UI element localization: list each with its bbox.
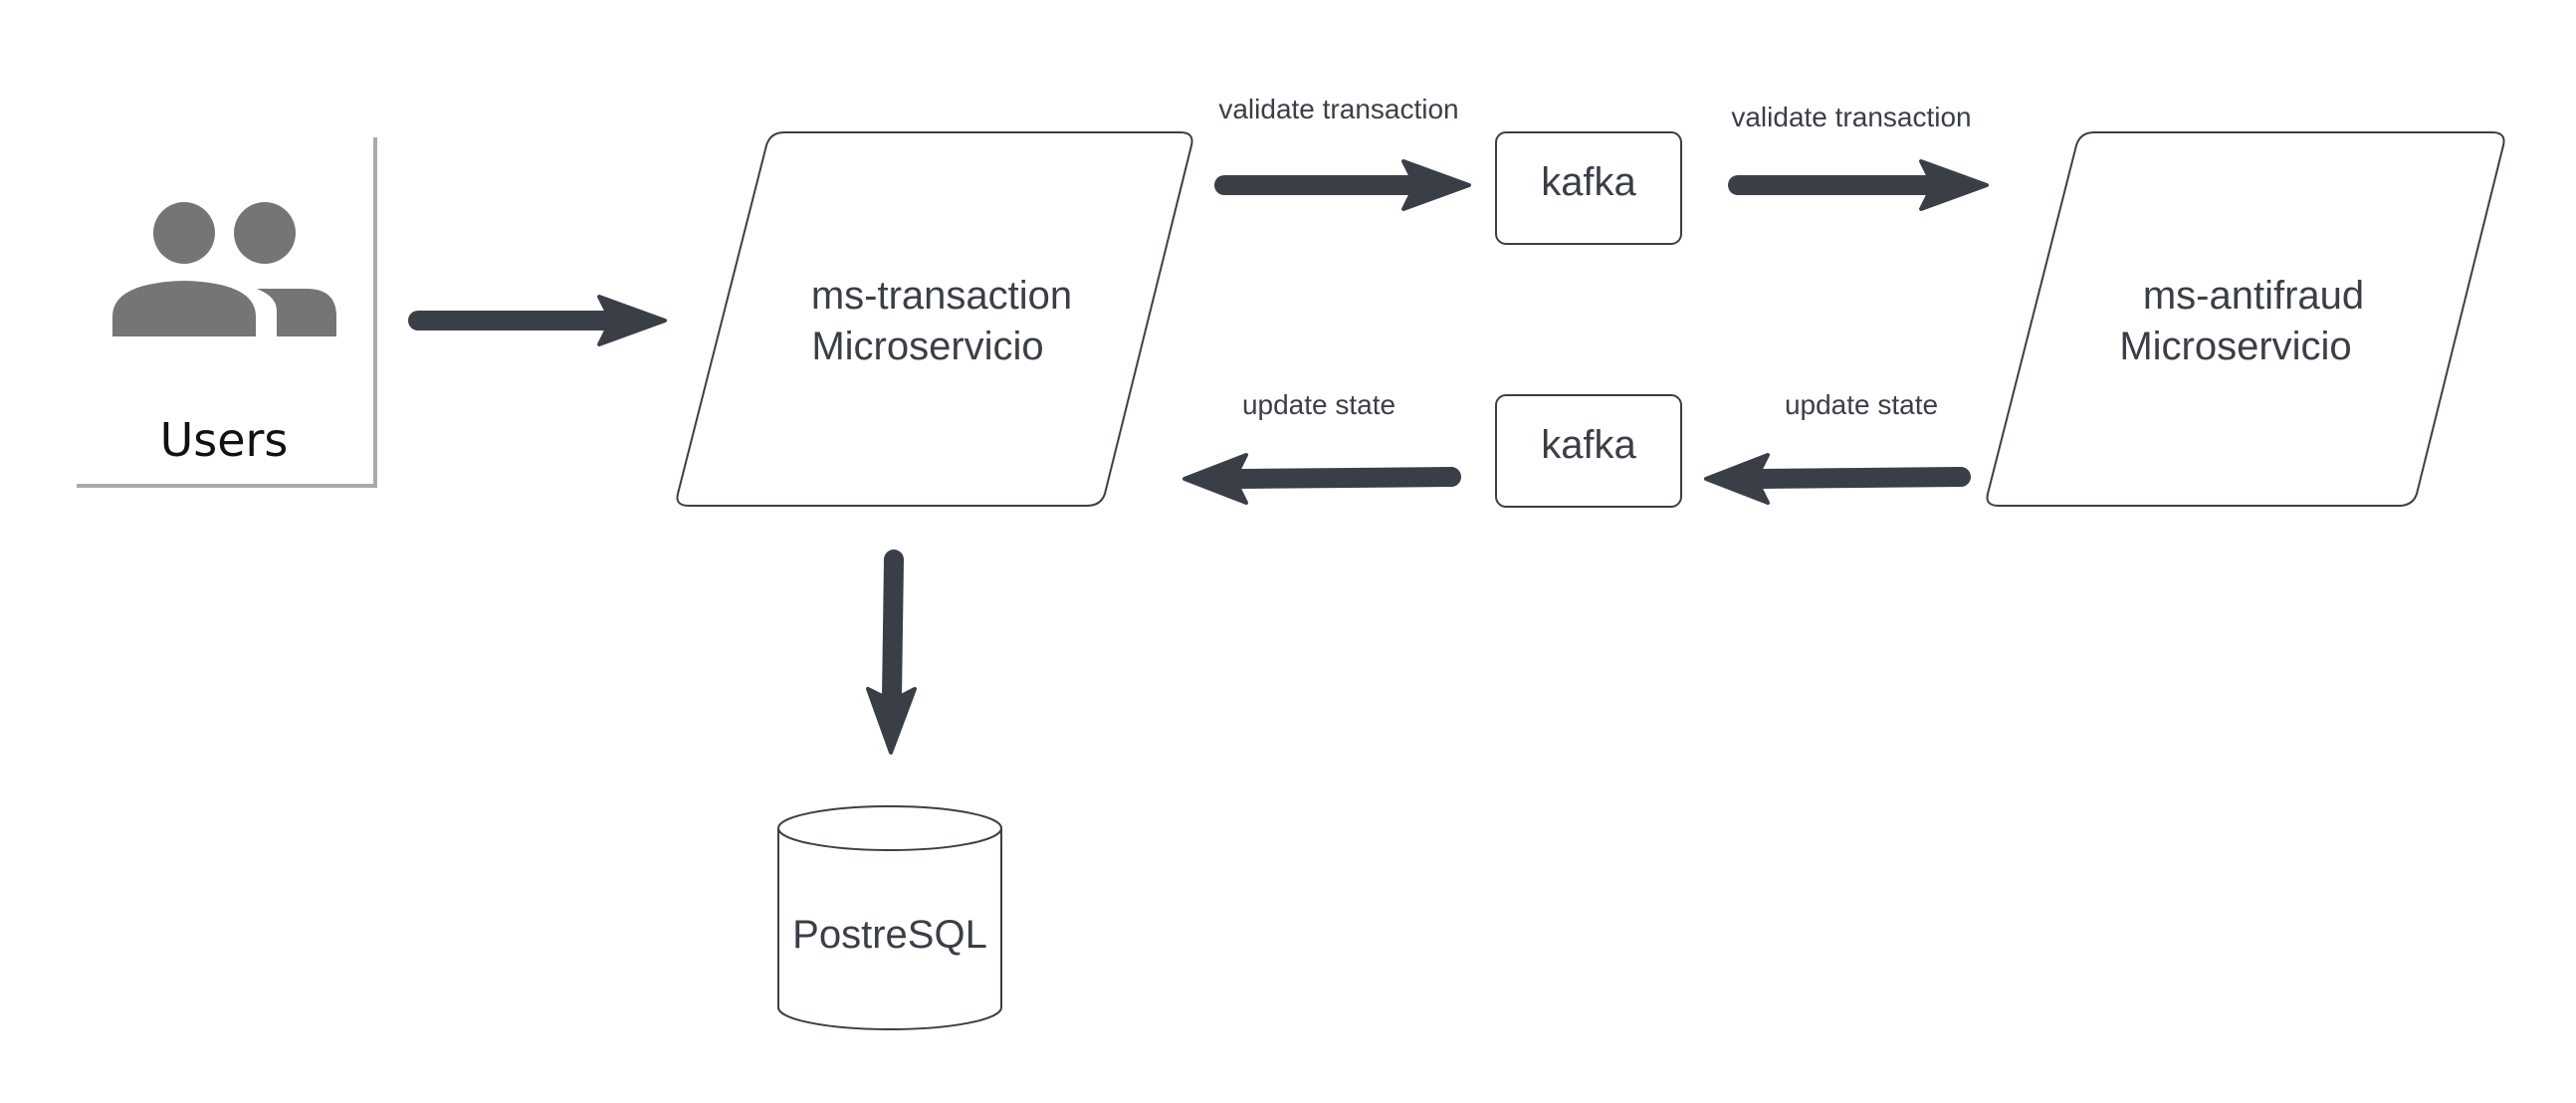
ms-antifraud-name: ms-antifraud bbox=[2143, 274, 2364, 318]
users-group-icon bbox=[112, 202, 336, 336]
database-node: PostreSQL bbox=[777, 805, 1002, 1030]
ms-transaction-name: ms-transaction bbox=[811, 274, 1072, 318]
kafka-top-label: kafka bbox=[1541, 160, 1636, 204]
edge-label-update-1: update state bbox=[1242, 389, 1395, 420]
ms-transaction-subtitle: Microservicio bbox=[811, 325, 1043, 368]
edge-label-validate-2: validate transaction bbox=[1731, 102, 1971, 132]
ms-antifraud-subtitle: Microservicio bbox=[2119, 325, 2351, 368]
ms-transaction-node: ms-transaction Microservicio bbox=[676, 131, 1193, 507]
edge-label-validate-1: validate transaction bbox=[1218, 94, 1458, 124]
users-node: Users bbox=[77, 137, 377, 488]
arrow-kafka-bottom-to-transaction bbox=[1182, 453, 1461, 505]
kafka-bottom-label: kafka bbox=[1541, 423, 1636, 467]
edge-label-update-2: update state bbox=[1785, 389, 1938, 420]
database-label: PostreSQL bbox=[792, 913, 987, 957]
arrow-antifraud-to-kafka-bottom bbox=[1704, 453, 1971, 505]
arrow-transaction-to-database bbox=[866, 550, 917, 755]
arrow-transaction-to-kafka-top bbox=[1214, 159, 1471, 211]
users-label: Users bbox=[160, 413, 289, 467]
arrow-kafka-top-to-antifraud bbox=[1728, 159, 1989, 211]
users-card-border bbox=[77, 137, 377, 488]
kafka-top-node: kafka bbox=[1495, 131, 1682, 245]
kafka-bottom-node: kafka bbox=[1495, 394, 1682, 508]
arrow-users-to-transaction bbox=[408, 295, 667, 346]
ms-antifraud-node: ms-antifraud Microservicio bbox=[1986, 131, 2505, 507]
